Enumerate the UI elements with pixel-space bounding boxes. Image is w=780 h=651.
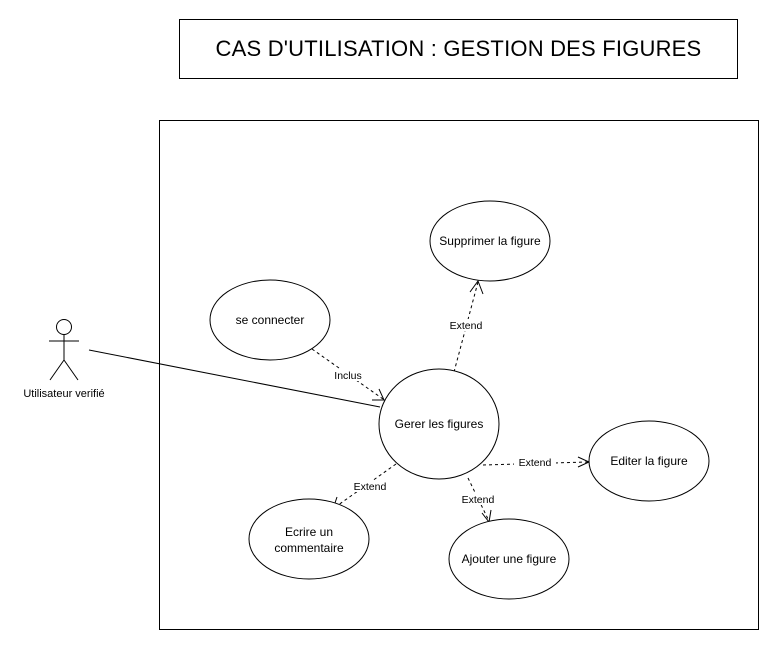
- use-case-editer-label: Editer la figure: [610, 454, 688, 468]
- relation-extend-ajouter: Extend: [457, 477, 499, 524]
- use-case-ecrire-label-line2: commentaire: [274, 541, 344, 555]
- association-line: [88, 349, 381, 408]
- label-extend-ajouter: Extend: [462, 494, 495, 506]
- actor-stick-figure-icon: [49, 319, 79, 381]
- use-case-ajouter: Ajouter une figure: [448, 518, 570, 600]
- system-boundary: [159, 120, 759, 630]
- use-case-gerer: Gerer les figures: [378, 368, 500, 480]
- label-extend-editer: Extend: [519, 457, 552, 469]
- label-inclus: Inclus: [334, 370, 361, 382]
- use-case-ecrire-label-line1: Ecrire un: [285, 525, 333, 539]
- relation-extend-ecrire: Extend: [332, 463, 397, 510]
- use-case-connecter-label: se connecter: [236, 313, 305, 327]
- actor-label: Utilisateur verifié: [23, 388, 104, 400]
- use-case-supprimer-label: Supprimer la figure: [439, 234, 541, 248]
- use-case-connecter: se connecter: [209, 279, 331, 361]
- use-case-supprimer: Supprimer la figure: [429, 200, 551, 282]
- label-extend-supprimer: Extend: [450, 320, 483, 332]
- use-case-editer: Editer la figure: [588, 420, 710, 502]
- relation-extend-supprimer: Extend: [445, 279, 487, 373]
- use-case-ajouter-label: Ajouter une figure: [462, 552, 557, 566]
- use-case-ecrire: Ecrire un commentaire: [248, 498, 370, 580]
- use-case-gerer-label: Gerer les figures: [395, 417, 484, 431]
- diagram-title: CAS D'UTILISATION : GESTION DES FIGURES: [179, 19, 738, 79]
- relation-inclus: Inclus: [311, 348, 385, 401]
- relation-extend-editer: Extend: [482, 456, 591, 469]
- label-extend-ecrire: Extend: [354, 481, 387, 493]
